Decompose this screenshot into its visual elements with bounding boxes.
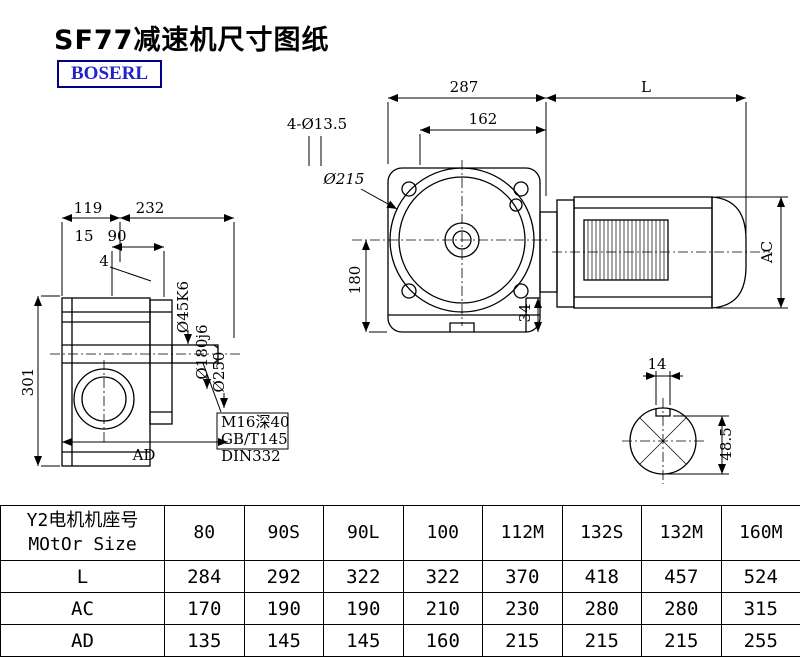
side-view: 119 232 15 90 4 301 AD Ø45K6 Ø180j6 Ø250… (19, 199, 290, 466)
size-col-132m: 132M (642, 506, 722, 561)
table-header-row: Y2电机机座号 MOtOr Size 80 90S 90L 100 112M 1… (1, 506, 800, 561)
size-col-160m: 160M (721, 506, 800, 561)
dim-ac-label: AC (758, 241, 776, 264)
shaft-section: 14 48.5 (622, 355, 735, 484)
dim-l-label: L (641, 78, 651, 96)
reducer-side-outline (62, 298, 218, 466)
dim-119-label: 119 (74, 199, 103, 217)
size-col-132s: 132S (562, 506, 642, 561)
note-din-label: DIN332 (221, 447, 281, 465)
dim-15-label: 15 (74, 227, 93, 245)
table-cell: 170 (165, 593, 245, 625)
holes-callout-label: 4-Ø13.5 (287, 115, 347, 133)
table-cell: 322 (403, 561, 483, 593)
header-line-cn: Y2电机机座号 (1, 509, 164, 533)
table-cell: 292 (244, 561, 324, 593)
motor-outline (540, 197, 746, 308)
row-label-AC: AC (1, 593, 165, 625)
table-row-AC: AC 170 190 190 210 230 280 280 315 (1, 593, 800, 625)
dim-34-label: 34 (516, 303, 534, 322)
dim-287-label: 287 (450, 78, 479, 96)
table-cell: 418 (562, 561, 642, 593)
table-cell: 210 (403, 593, 483, 625)
table-cell: 190 (244, 593, 324, 625)
table-row-AD: AD 135 145 145 160 215 215 215 255 (1, 625, 800, 657)
header-line-en: MOtOr Size (1, 533, 164, 557)
motor-size-table: Y2电机机座号 MOtOr Size 80 90S 90L 100 112M 1… (0, 505, 800, 657)
dim-301-label: 301 (19, 368, 37, 397)
dim-90-label: 90 (107, 227, 126, 245)
table-cell: 524 (721, 561, 800, 593)
front-view-dimension-lines (309, 98, 788, 332)
table-cell: 370 (483, 561, 563, 593)
table-cell: 190 (324, 593, 404, 625)
table-cell: 215 (562, 625, 642, 657)
dim-ad-label: AD (132, 446, 156, 464)
dia-180j6-label: Ø180j6 (193, 324, 211, 379)
row-label-AD: AD (1, 625, 165, 657)
table-cell: 315 (721, 593, 800, 625)
table-cell: 284 (165, 561, 245, 593)
size-col-80: 80 (165, 506, 245, 561)
note-gb-label: GB/T145 (221, 430, 288, 448)
note-m16-label: M16深40 (221, 413, 290, 431)
dia-45k6-label: Ø45K6 (174, 281, 192, 333)
dia-215-label: Ø215 (323, 170, 365, 188)
size-col-90s: 90S (244, 506, 324, 561)
table-cell: 160 (403, 625, 483, 657)
table-row-L: L 284 292 322 322 370 418 457 524 (1, 561, 800, 593)
dim-180-label: 180 (346, 266, 364, 295)
dim-162-label: 162 (469, 110, 498, 128)
table-cell: 457 (642, 561, 722, 593)
table-cell: 215 (483, 625, 563, 657)
dia-250-label: Ø250 (210, 352, 228, 393)
size-col-100: 100 (403, 506, 483, 561)
table-cell: 145 (324, 625, 404, 657)
table-cell: 280 (642, 593, 722, 625)
motor-fins (588, 220, 664, 280)
table-cell: 255 (721, 625, 800, 657)
dim-48-5-label: 48.5 (717, 427, 735, 460)
dim-4-label: 4 (99, 252, 109, 270)
table-cell: 280 (562, 593, 642, 625)
table-cell: 145 (244, 625, 324, 657)
table-cell: 135 (165, 625, 245, 657)
table-header-motor-size: Y2电机机座号 MOtOr Size (1, 506, 165, 561)
size-col-90l: 90L (324, 506, 404, 561)
dim-232-label: 232 (136, 199, 165, 217)
dimension-drawing: 119 232 15 90 4 301 AD Ø45K6 Ø180j6 Ø250… (0, 0, 800, 505)
dim-14-label: 14 (647, 355, 666, 373)
size-col-112m: 112M (483, 506, 563, 561)
front-view: 287 L 162 4-Ø13.5 Ø215 180 34 AC (287, 78, 788, 332)
table-cell: 230 (483, 593, 563, 625)
table-cell: 215 (642, 625, 722, 657)
row-label-L: L (1, 561, 165, 593)
table-cell: 322 (324, 561, 404, 593)
